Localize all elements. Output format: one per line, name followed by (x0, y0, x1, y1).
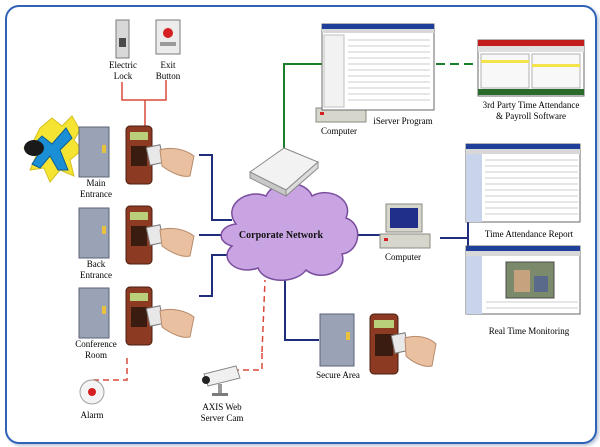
device-links (93, 80, 266, 381)
door-conference (78, 287, 110, 339)
iserver-label: iServer Program (373, 116, 433, 126)
reader-conference (125, 286, 195, 346)
webcam-label: AXIS Web Server Cam (200, 402, 244, 423)
exit-button-device (155, 19, 181, 55)
door-main (78, 126, 110, 178)
link-realtime (440, 237, 469, 286)
reader-secure (369, 313, 437, 375)
iserver-screen (321, 23, 435, 111)
electric-lock-label: Electric Lock (109, 60, 137, 81)
realtime-label: Real Time Monitoring (488, 326, 570, 336)
router-device (249, 147, 319, 198)
person-icon (23, 115, 83, 183)
reader-main (125, 125, 195, 185)
realtime-screen (465, 245, 581, 315)
computer-mid-label: Computer (385, 252, 421, 262)
link-main-entrance (199, 154, 232, 221)
back-entrance-label: Back Entrance (80, 259, 112, 280)
reader-back (125, 205, 195, 265)
link-time-report (440, 196, 469, 239)
time-report-label: Time Attendance Report (484, 229, 574, 239)
link-router-computer (283, 63, 322, 150)
secure-area-label: Secure Area (316, 370, 360, 380)
server-links (283, 63, 480, 150)
link-conference (199, 254, 238, 297)
network-cloud-label: Corporate Network (238, 230, 324, 241)
link-cam-cloud (261, 279, 266, 353)
third-party-label: 3rd Party Time Attendance & Payroll Soft… (482, 100, 580, 121)
link-alarm (93, 357, 128, 381)
exit-button-label: Exit Button (155, 60, 181, 81)
electric-lock-device (115, 19, 130, 59)
computer-mid-device (379, 203, 431, 249)
conference-room-label: Conference Room (75, 339, 117, 360)
main-entrance-label: Main Entrance (80, 178, 112, 199)
computer-top-label: Computer (321, 126, 357, 136)
webcam-device (202, 365, 241, 396)
time-report-screen (465, 143, 581, 223)
alarm-device (79, 379, 105, 405)
door-secure (319, 313, 355, 367)
link-webcam (233, 352, 263, 371)
link-secure-area (284, 278, 319, 341)
third-party-screen (477, 39, 585, 97)
link-lock-button (121, 80, 167, 101)
door-back (78, 207, 110, 259)
alarm-label: Alarm (80, 410, 104, 420)
